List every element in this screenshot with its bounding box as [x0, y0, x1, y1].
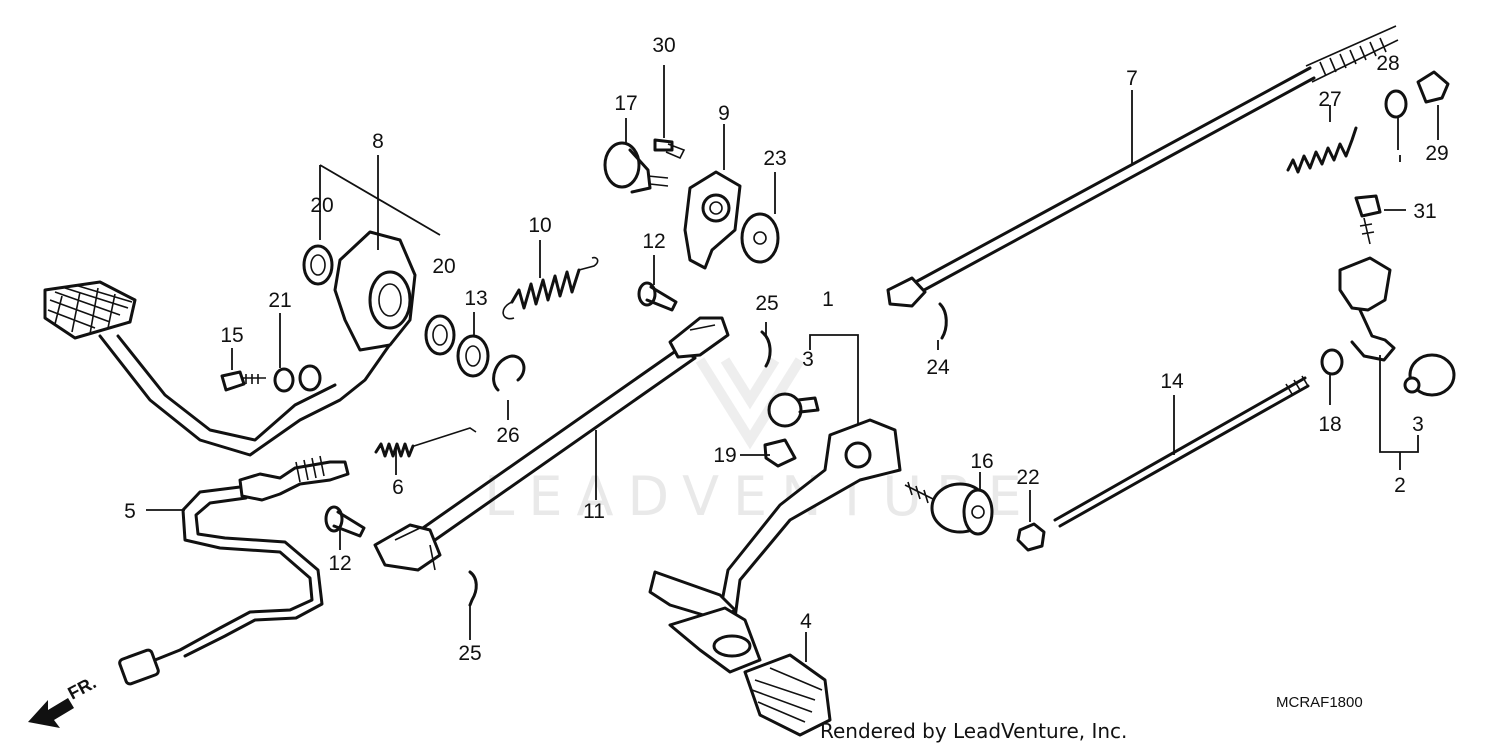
callout-11: 11 [583, 500, 605, 523]
credit-text: Rendered by LeadVenture, Inc. [820, 719, 1127, 743]
callout-17: 17 [614, 92, 637, 115]
part-number-labels: 1 2 3 3 4 5 6 7 8 9 10 11 12 12 13 14 15… [124, 34, 1449, 665]
callout-4: 4 [800, 610, 812, 633]
callout-19: 19 [713, 444, 736, 467]
shift-rod-long-drawing [886, 25, 1450, 308]
clevis-pin-drawing [324, 281, 678, 538]
callout-26: 26 [496, 424, 519, 447]
callout-22: 22 [1016, 466, 1039, 489]
callout-28: 28 [1376, 52, 1399, 75]
spring-large-drawing [502, 256, 599, 320]
pivot-bolt-drawing [904, 481, 1046, 552]
callout-31: 31 [1413, 200, 1436, 223]
callout-9: 9 [718, 102, 730, 125]
watermark-logo [695, 357, 805, 450]
leader-lines [146, 65, 1439, 662]
callout-20: 20 [310, 194, 333, 217]
callout-7: 7 [1126, 67, 1138, 90]
brake-switch-drawing [118, 455, 350, 686]
callout-8: 8 [372, 130, 384, 153]
callout-15: 15 [220, 324, 243, 347]
callout-16: 16 [970, 450, 993, 473]
callout-3: 3 [1412, 413, 1424, 436]
spring-small-drawing [374, 427, 477, 458]
callout-25: 25 [458, 642, 481, 665]
callout-14: 14 [1160, 370, 1184, 393]
cotter-pin-drawing [468, 302, 948, 607]
callout-29: 29 [1425, 142, 1448, 165]
front-direction-label: FR. [64, 672, 99, 703]
callout-30: 30 [652, 34, 675, 57]
front-arrow-icon [28, 698, 74, 728]
callout-20: 20 [432, 255, 455, 278]
shift-rod-short-drawing [1053, 256, 1456, 528]
callout-3: 3 [802, 348, 814, 371]
callout-13: 13 [464, 287, 487, 310]
callout-23: 23 [763, 147, 786, 170]
shift-pedal-drawing [648, 392, 902, 737]
callout-27: 27 [1318, 88, 1341, 111]
callout-1: 1 [822, 288, 834, 311]
callout-18: 18 [1318, 413, 1341, 436]
brake-pedal-drawing [43, 230, 526, 457]
callout-10: 10 [528, 214, 551, 237]
rod-drawing [373, 316, 730, 572]
diagram-code: MCRAF1800 [1276, 694, 1363, 711]
callout-12: 12 [328, 552, 351, 575]
callout-5: 5 [124, 500, 136, 523]
callout-21: 21 [268, 289, 291, 312]
pivot-parts-drawing [603, 138, 780, 270]
watermark-text: LEADVENTURE [484, 465, 1035, 528]
callout-25: 25 [755, 292, 778, 315]
callout-6: 6 [392, 476, 404, 499]
callout-24: 24 [926, 356, 950, 379]
callout-12: 12 [642, 230, 665, 253]
callout-2: 2 [1394, 474, 1406, 497]
